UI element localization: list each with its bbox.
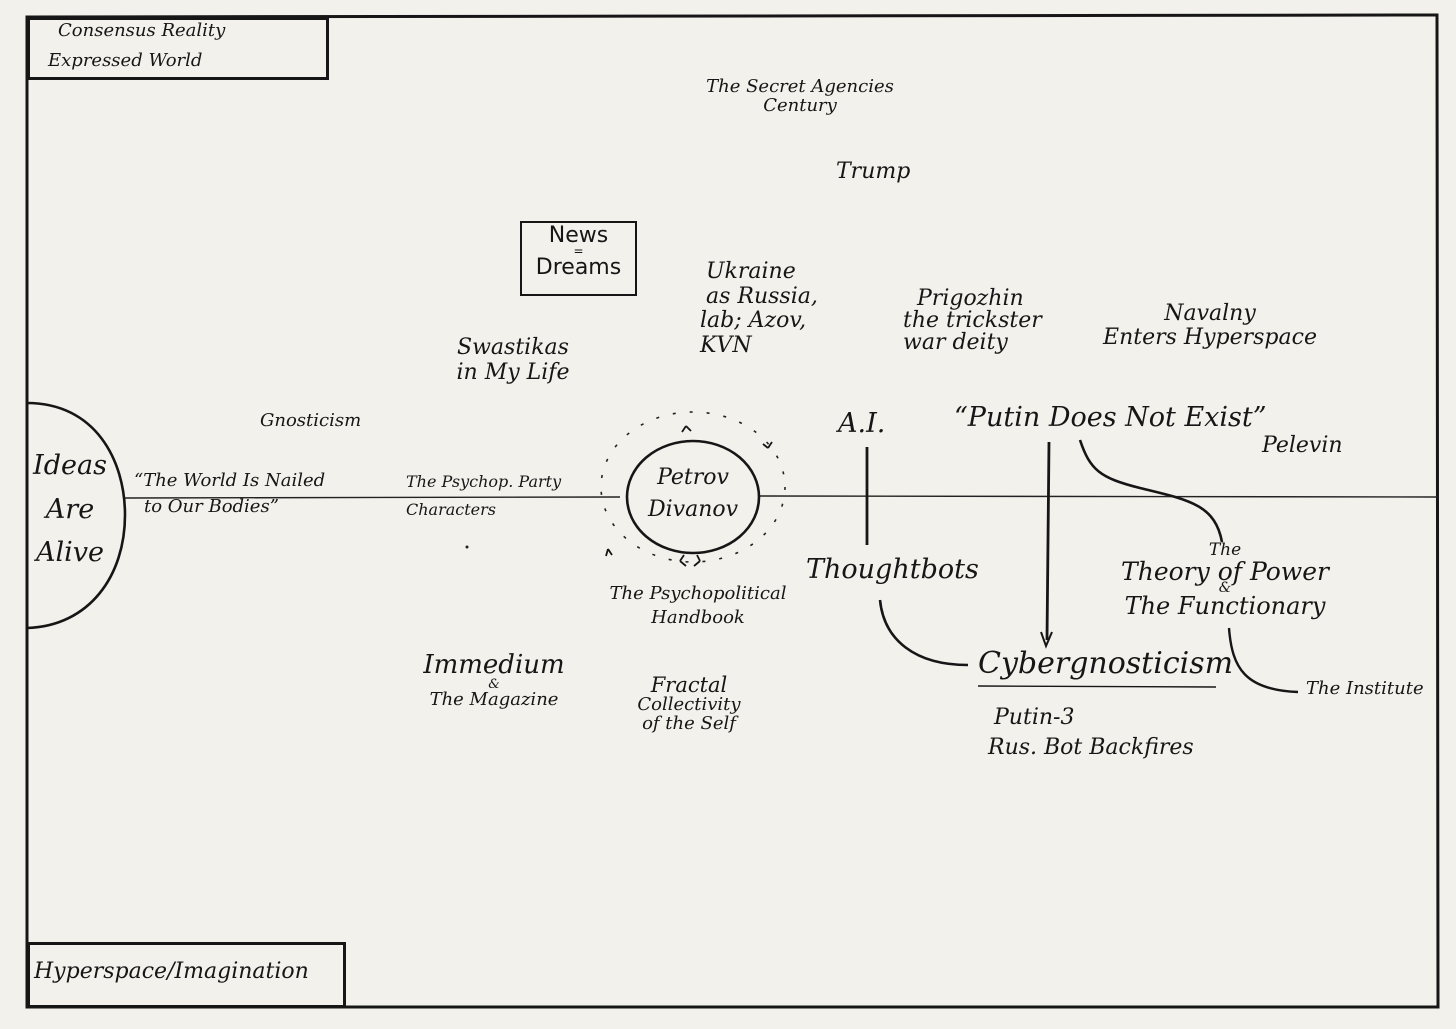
cybergnosticism-label: Cybergnosticism (978, 646, 1234, 681)
petrov-divanov-label: Petrov Divanov (647, 465, 739, 522)
horizon-line (124, 495, 1438, 499)
petrov-dotted-ring (600, 411, 786, 563)
news-dreams-label: News = Dreams (535, 223, 622, 280)
putin-cyber-arrow (1040, 631, 1053, 649)
putin-cyber-line (1045, 441, 1051, 641)
trump-label: Trump (836, 159, 911, 184)
ink-dot (465, 545, 469, 549)
expressed-world-label: Expressed World (48, 50, 203, 71)
ukraine-label: Ukraine as Russia, lab; Azov, KVN (700, 259, 818, 358)
immedium-label: Immedium & The Magazine (423, 650, 565, 710)
hyperspace-label: Hyperspace/Imagination (34, 959, 309, 984)
swastikas-label: Swastikas in My Life (456, 335, 570, 385)
putin3-label: Putin-3 Rus. Bot Backfires (988, 705, 1194, 760)
gnosticism-label: Gnosticism (260, 410, 362, 431)
psychop-party-label: The Psychop. Party Characters (406, 472, 562, 519)
ideas-are-alive-label: Ideas Are Alive (33, 450, 107, 569)
theory-institute-curve (1227, 627, 1299, 694)
institute-label: The Institute (1306, 678, 1424, 699)
outer-frame (25, 13, 1440, 1009)
consensus-reality-box (27, 17, 329, 80)
hyperspace-box (27, 942, 346, 1008)
thoughtbots-cyber-curve (878, 599, 969, 667)
fractal-label: Fractal Collectivity of the Self (637, 673, 741, 734)
news-dreams-box (520, 221, 637, 296)
putin-not-exist-label: “Putin Does Not Exist” (954, 402, 1267, 433)
secret-agencies-label: The Secret Agencies Century (706, 76, 894, 116)
cyber-underline (977, 685, 1217, 688)
world-nailed-label: “The World Is Nailed to Our Bodies” (134, 470, 326, 518)
ai-label: A.I. (838, 408, 886, 439)
prigozhin-label: Prigozhin the trickster war deity (903, 286, 1042, 355)
ideas-half-circle (26, 401, 127, 630)
navalny-label: Navalny Enters Hyperspace (1103, 301, 1317, 351)
pelevin-label: Pelevin (1262, 433, 1343, 458)
putin-theory-curve (1078, 439, 1224, 543)
theory-of-power-label: The Theory of Power & The Functionary (1121, 540, 1329, 620)
consensus-reality-label: Consensus Reality (58, 20, 226, 41)
thoughtbots-label: Thoughtbots (806, 554, 979, 585)
petrov-circle (625, 439, 761, 555)
psychopolitical-handbook-label: The Psychopolitical Handbook (609, 583, 787, 629)
arrow-marks (605, 425, 773, 567)
